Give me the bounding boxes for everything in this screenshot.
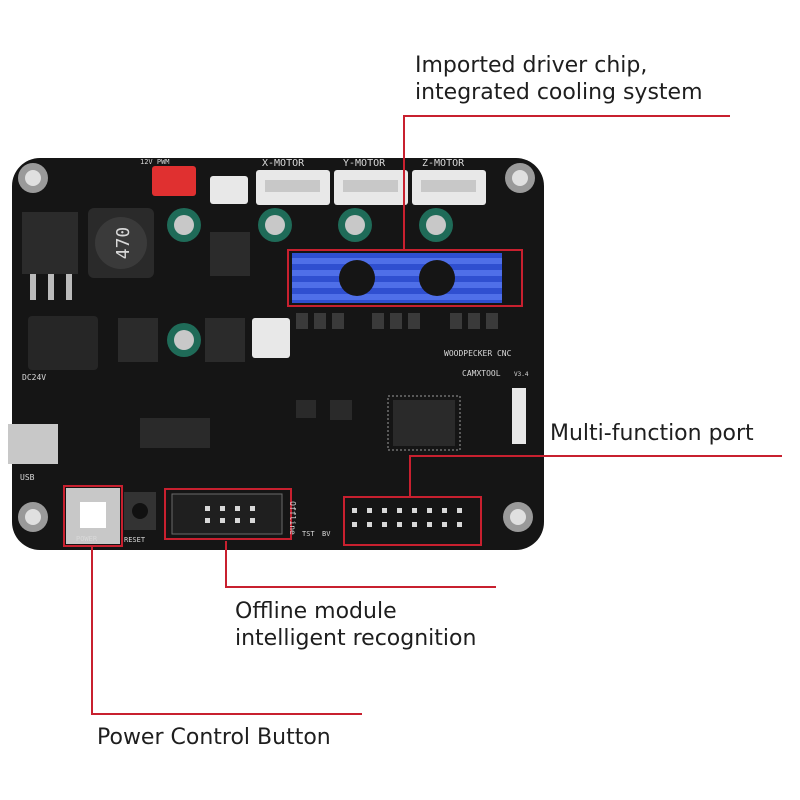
callout-lines: [91, 115, 782, 715]
offline-label: Offline: [288, 501, 297, 535]
voltage-regulator: [22, 212, 78, 274]
side-header: [512, 388, 526, 444]
power-label: POWER: [76, 535, 98, 543]
board-version: V3.4: [514, 371, 529, 378]
bv-label: BV: [322, 530, 331, 538]
fan-header: [252, 318, 290, 358]
multi-function-header-pins: [352, 508, 462, 527]
mounting-holes: [18, 163, 535, 532]
inductor-value: 470: [113, 227, 134, 260]
brand-line2: CAMXTOOL: [462, 369, 501, 378]
motor-connectors: [256, 170, 486, 205]
multi-function-port-callout: Multi-function port: [550, 421, 754, 446]
driver-chip-callout: Imported driver chip, integrated cooling…: [415, 53, 703, 105]
mosfet: [118, 318, 158, 362]
fan-connector-label: 12V PWM: [140, 158, 170, 166]
smd-components: [296, 313, 498, 329]
multi-port-highlight-box: [343, 496, 482, 546]
usb-label: USB: [20, 473, 35, 482]
x-motor-label: X-MOTOR: [262, 158, 305, 169]
power-button-callout: Power Control Button: [97, 725, 331, 750]
y-motor-label: Y-MOTOR: [343, 158, 386, 169]
mosfet: [205, 318, 245, 362]
z-motor-label: Z-MOTOR: [422, 158, 465, 169]
dc-label: DC24V: [22, 373, 46, 382]
usb-serial-chip: [140, 418, 210, 448]
offline-highlight-box: [164, 488, 292, 540]
aux-connector: [210, 176, 248, 204]
fan-connector: [152, 166, 196, 196]
dc-jack: [28, 316, 98, 370]
offline-module-callout: Offline module intelligent recognition: [235, 599, 477, 651]
usb-port: [8, 424, 58, 464]
tst-label: TST: [302, 530, 315, 538]
brand-line1: WOODPECKER CNC: [444, 349, 512, 358]
capacitors: [167, 208, 453, 357]
mosfet: [210, 232, 250, 276]
reset-label: RESET: [124, 536, 146, 544]
driver-heatsink: [292, 253, 502, 303]
microcontroller: [393, 400, 455, 446]
